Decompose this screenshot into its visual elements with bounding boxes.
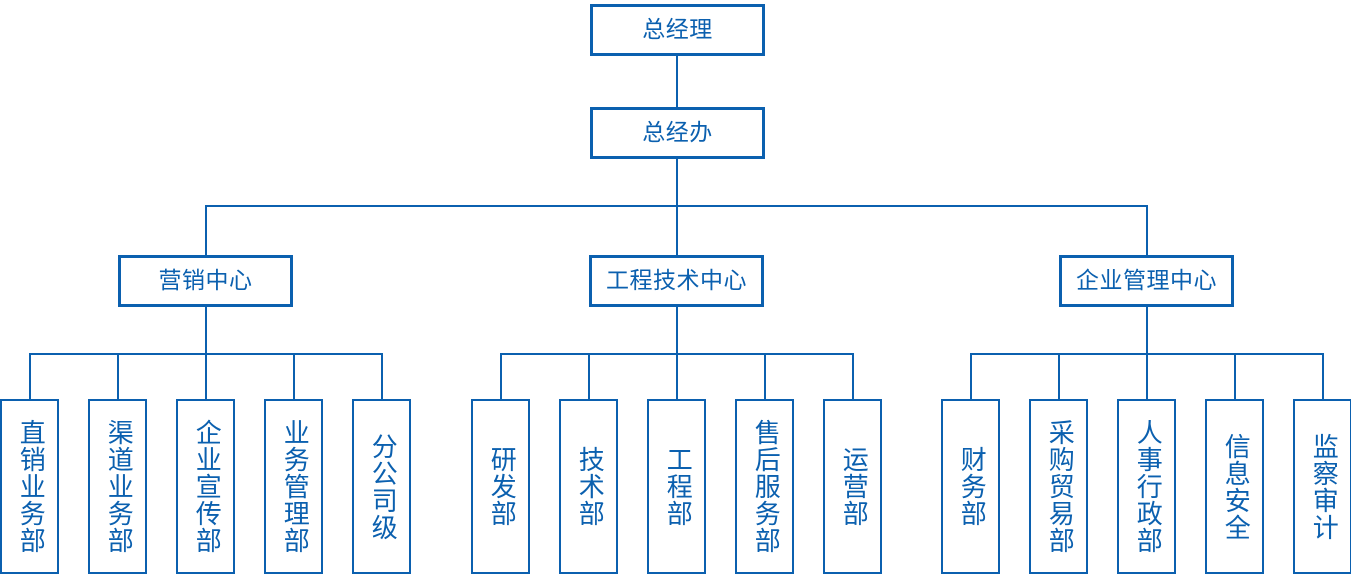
connector-bus-to-center-2: [676, 205, 678, 255]
connector-drop-3-5: [1322, 353, 1324, 400]
node-dept-engineering[interactable]: 工程部: [647, 399, 706, 574]
connector-center-3-stem: [1146, 307, 1148, 354]
connector-center-1-stem: [205, 307, 207, 354]
connector-drop-2-4: [764, 353, 766, 400]
node-dept-information-security[interactable]: 信息安全: [1205, 399, 1264, 574]
node-dept-after-sales[interactable]: 售后服务部: [735, 399, 794, 574]
node-general-manager-office[interactable]: 总经办: [590, 107, 765, 159]
connector-drop-3-2: [1058, 353, 1060, 400]
node-dept-technology[interactable]: 技术部: [559, 399, 618, 574]
connector-drop-1-2: [117, 353, 119, 400]
node-dept-corporate-publicity[interactable]: 企业宣传部: [176, 399, 235, 574]
connector-drop-3-3: [1146, 353, 1148, 400]
node-dept-business-management[interactable]: 业务管理部: [264, 399, 323, 574]
connector-drop-1-1: [29, 353, 31, 400]
node-dept-branch-level[interactable]: 分公司级: [352, 399, 411, 574]
node-center-marketing[interactable]: 营销中心: [118, 255, 293, 307]
connector-drop-3-1: [970, 353, 972, 400]
node-dept-supervision-audit[interactable]: 监察审计: [1293, 399, 1351, 574]
node-dept-rnd[interactable]: 研发部: [471, 399, 530, 574]
node-dept-direct-sales[interactable]: 直销业务部: [0, 399, 59, 574]
connector-bus-to-center-3: [1146, 205, 1148, 255]
connector-bus-to-center-1: [205, 205, 207, 255]
connector-drop-1-5: [381, 353, 383, 400]
node-dept-operations[interactable]: 运营部: [823, 399, 882, 574]
connector-drop-3-4: [1234, 353, 1236, 400]
node-center-management[interactable]: 企业管理中心: [1059, 255, 1234, 307]
connector-drop-1-4: [293, 353, 295, 400]
connector-drop-2-5: [852, 353, 854, 400]
node-dept-finance[interactable]: 财务部: [941, 399, 1000, 574]
node-general-manager[interactable]: 总经理: [590, 4, 765, 56]
node-dept-hr-admin[interactable]: 人事行政部: [1117, 399, 1176, 574]
connector-center-2-stem: [676, 307, 678, 354]
node-dept-channel-sales[interactable]: 渠道业务部: [88, 399, 147, 574]
connector-drop-2-1: [500, 353, 502, 400]
connector-drop-2-3: [676, 353, 678, 400]
connector-root-to-second: [676, 56, 678, 108]
connector-drop-1-3: [205, 353, 207, 400]
node-dept-procurement-trade[interactable]: 采购贸易部: [1029, 399, 1088, 574]
node-center-engineering[interactable]: 工程技术中心: [589, 255, 764, 307]
connector-second-to-bus: [676, 159, 678, 206]
connector-drop-2-2: [588, 353, 590, 400]
